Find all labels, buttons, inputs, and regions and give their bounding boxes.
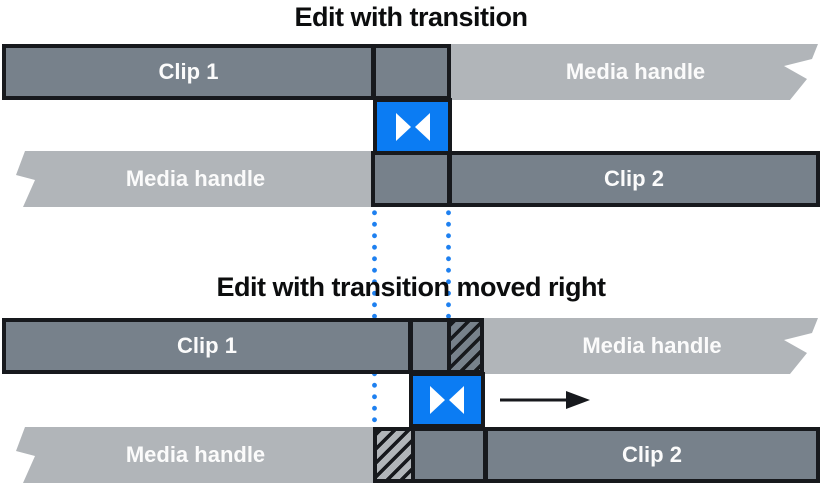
bottom-clip1-media-handle: Media handle (484, 318, 818, 374)
top-clip1-media-handle-label: Media handle (565, 59, 706, 84)
right-guide-dotted-line (446, 207, 451, 320)
top-clip2-bar: Clip 2 (371, 151, 820, 207)
clip2-released-media-hatch (373, 427, 415, 483)
edit-point-divider (371, 44, 376, 100)
clip1-used-media-hatch (447, 318, 484, 374)
transition-bowtie-icon (395, 112, 430, 141)
bottom-clip2-media-handle-label: Media handle (125, 442, 266, 467)
transition-bowtie-icon (430, 386, 464, 414)
bottom-clip2-bar: Clip 2 (373, 427, 820, 483)
bottom-clip1-bar: Clip 1 (2, 318, 484, 374)
bottom-clip2-label: Clip 2 (622, 442, 682, 467)
edit-point-divider (447, 151, 452, 207)
bottom-clip1-label: Clip 1 (177, 333, 237, 358)
top-clip1-bar: Clip 1 (2, 44, 451, 100)
bottom-clip1-media-handle-label: Media handle (582, 333, 722, 358)
transition-box (373, 98, 452, 155)
top-diagram-title: Edit with transition (294, 2, 529, 32)
left-guide-dotted-line (372, 207, 377, 425)
transition-box-moved (409, 372, 485, 428)
edit-point-divider (483, 427, 488, 483)
top-clip2-label: Clip 2 (604, 166, 664, 191)
top-clip2-media-handle: Media handle (16, 151, 375, 207)
bottom-clip2-media-handle: Media handle (16, 427, 375, 483)
top-clip2-media-handle-label: Media handle (125, 166, 266, 191)
bottom-diagram-title: Edit with transition moved right (216, 272, 607, 302)
edit-point-divider (408, 318, 413, 374)
top-clip1-label: Clip 1 (158, 59, 219, 84)
top-clip1-media-handle: Media handle (451, 44, 818, 100)
arrow-right-icon (500, 391, 590, 409)
